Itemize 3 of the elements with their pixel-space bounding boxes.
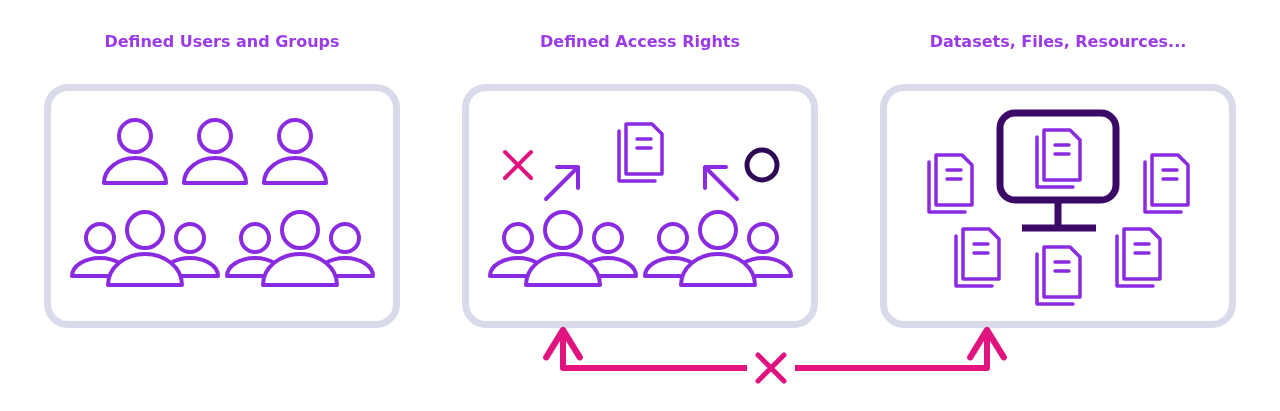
- panel-heading: Defined Users and Groups: [103, 32, 341, 51]
- panel-heading: Datasets, Files, Resources...: [928, 32, 1188, 51]
- panel-heading: Defined Access Rights: [539, 32, 741, 51]
